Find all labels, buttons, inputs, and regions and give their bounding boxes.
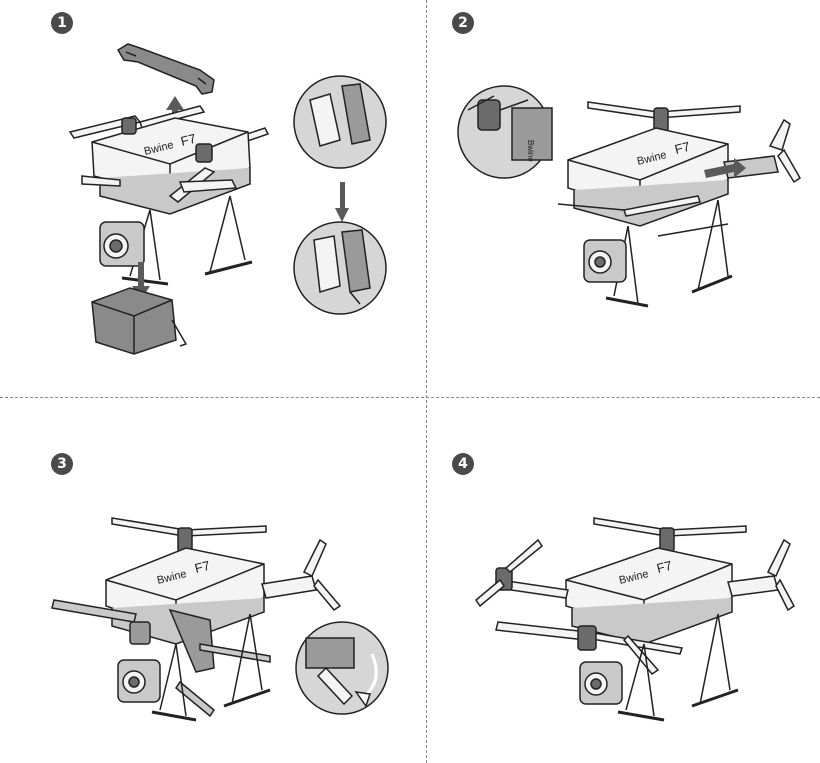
drone-icon bbox=[475, 517, 795, 722]
gimbal-guard-icon bbox=[116, 43, 215, 95]
step-2-illustration: Bwine F7 Bwine bbox=[457, 85, 801, 308]
step-3-illustration: Bwine F7 bbox=[51, 517, 389, 722]
model-label: F7 bbox=[179, 131, 197, 149]
latch-locked-inset bbox=[293, 221, 387, 315]
drone-icon bbox=[557, 101, 801, 308]
arrow-down-icon bbox=[335, 182, 349, 222]
model-label: F7 bbox=[193, 558, 211, 576]
gimbal-cover-icon bbox=[91, 287, 188, 355]
latch-detail-inset bbox=[293, 75, 387, 169]
drone-icon bbox=[68, 105, 270, 286]
step-2-badge: 2 bbox=[452, 12, 474, 34]
arm-rotate-inset bbox=[295, 621, 389, 715]
drone-icon bbox=[51, 517, 342, 722]
arm-unfold-inset bbox=[457, 85, 553, 179]
step-4-illustration: Bwine F7 bbox=[475, 517, 795, 722]
vertical-divider bbox=[426, 0, 427, 763]
inset-brand-label: Bwine bbox=[526, 140, 535, 162]
model-label: F7 bbox=[655, 558, 673, 576]
step-1-illustration: Bwine F7 bbox=[68, 43, 387, 355]
step-1-badge: 1 bbox=[51, 12, 73, 34]
step-3-badge: 3 bbox=[51, 453, 73, 475]
step-4-badge: 4 bbox=[452, 453, 474, 475]
model-label: F7 bbox=[673, 139, 691, 157]
horizontal-divider bbox=[0, 397, 820, 398]
